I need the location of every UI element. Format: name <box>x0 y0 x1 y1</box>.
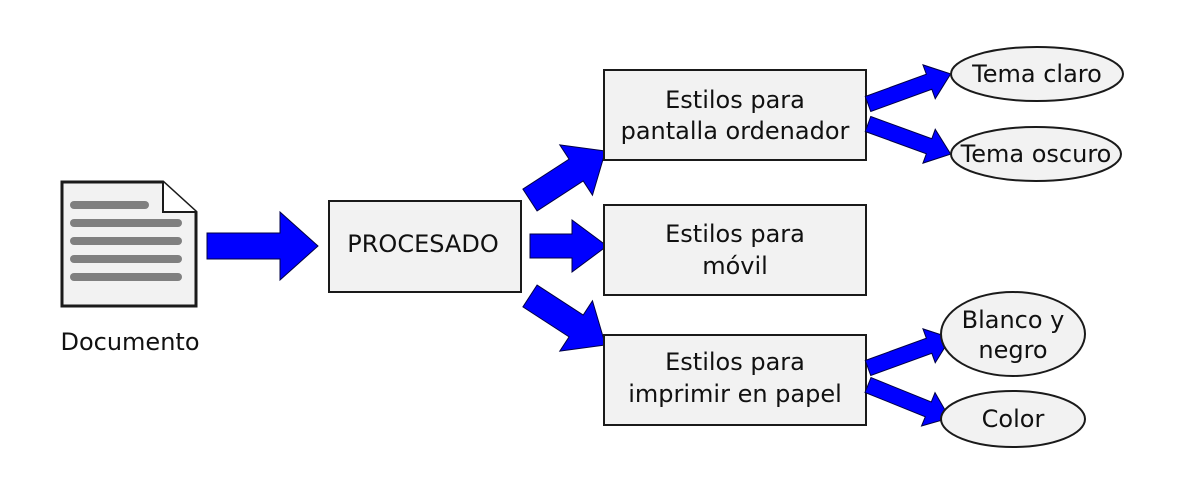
arrow-process-to-mobile <box>529 219 608 273</box>
mobile-styles-box: Estilos para móvil <box>603 204 867 296</box>
mobile-styles-line1: Estilos para <box>665 220 805 248</box>
mobile-styles-line2: móvil <box>702 252 768 280</box>
document-label: Documento <box>60 328 199 356</box>
bw-line2: negro <box>978 336 1047 364</box>
color-node: Color <box>940 390 1086 448</box>
process-box: PROCESADO <box>328 200 522 293</box>
bw-line1: Blanco y <box>962 306 1065 334</box>
bw-node: Blanco y negro <box>940 291 1086 377</box>
dark-theme-node: Tema oscuro <box>950 126 1122 182</box>
arrow-process-to-screen <box>522 144 607 212</box>
arrow-print-to-bw <box>864 328 952 377</box>
arrow-process-to-print <box>522 284 607 352</box>
arrow-print-to-color <box>864 376 951 427</box>
print-styles-box: Estilos para imprimir en papel <box>603 334 867 426</box>
print-styles-line1: Estilos para <box>665 348 805 376</box>
arrow-document-to-process <box>206 210 319 282</box>
print-styles-line2: imprimir en papel <box>628 380 842 408</box>
screen-styles-box: Estilos para pantalla ordenador <box>603 69 867 161</box>
dark-theme-label: Tema oscuro <box>960 140 1112 168</box>
light-theme-node: Tema claro <box>950 46 1124 102</box>
arrow-screen-to-light-theme <box>864 64 952 113</box>
arrow-screen-to-dark-theme <box>864 115 952 164</box>
color-label: Color <box>982 405 1045 433</box>
document-icon <box>60 180 198 308</box>
screen-styles-line2: pantalla ordenador <box>621 117 850 145</box>
process-label: PROCESADO <box>347 230 498 258</box>
light-theme-label: Tema claro <box>971 60 1102 88</box>
screen-styles-line1: Estilos para <box>665 86 805 114</box>
